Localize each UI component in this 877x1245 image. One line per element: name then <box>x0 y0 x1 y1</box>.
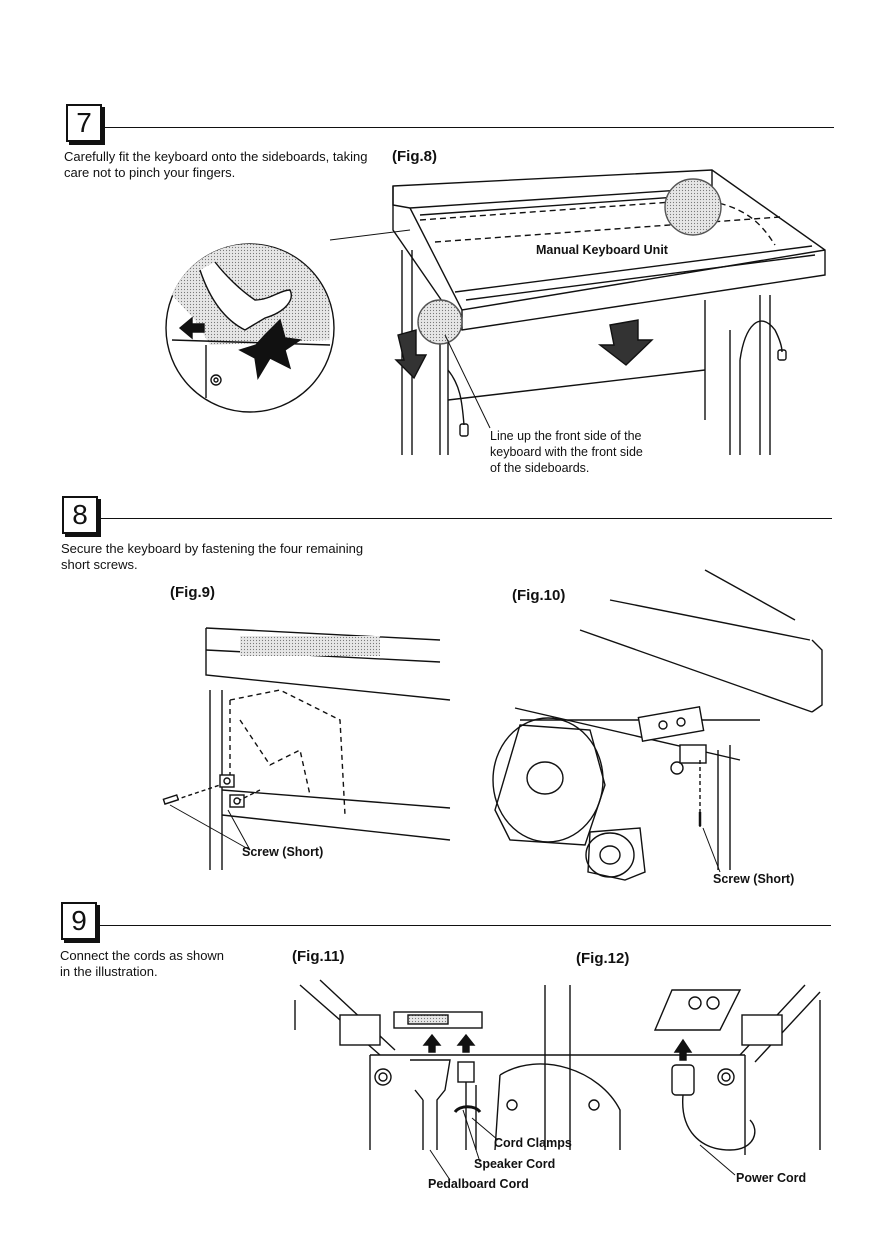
step-8-line-1: Secure the keyboard by fastening the fou… <box>61 541 364 556</box>
fig11-callout-cord-clamps: Cord Clamps <box>494 1136 572 1150</box>
fig8-label: (Fig.8) <box>392 148 437 165</box>
step-9-number: 9 <box>61 902 97 940</box>
fig12-label: (Fig.12) <box>576 950 630 967</box>
step-9-line-2: in the illustration. <box>60 964 158 979</box>
fig10-callout-screw: Screw (Short) <box>713 872 795 886</box>
step-8-line-2: short screws. <box>61 557 138 572</box>
fig11-callout-pedalboard-cord: Pedalboard Cord <box>428 1177 529 1191</box>
step-7-divider <box>104 127 834 128</box>
fig12-callout-power-cord: Power Cord <box>736 1171 807 1185</box>
fig8-callout-keyboard-unit: Manual Keyboard Unit <box>536 243 668 257</box>
fig8-note-line-3: of the sideboards. <box>490 461 590 475</box>
step-7-instruction: Carefully fit the keyboard onto the side… <box>64 149 394 181</box>
fig9-label: (Fig.9) <box>170 584 215 601</box>
fig11-illustration <box>294 979 640 1181</box>
fig8-note: Line up the front side of the keyboard w… <box>490 428 680 476</box>
step-9-line-1: Connect the cords as shown <box>60 948 225 963</box>
step-7-line-2: care not to pinch your fingers. <box>64 165 236 180</box>
fig10-illustration <box>492 569 823 881</box>
fig11-label: (Fig.11) <box>292 948 345 965</box>
fig8-note-line-1: Line up the front side of the <box>490 429 642 443</box>
fig12-illustration <box>640 984 821 1176</box>
fig8-note-line-2: keyboard with the front side <box>490 445 643 459</box>
step-8-divider <box>100 518 832 519</box>
fig8-illustration <box>329 169 826 455</box>
fig9-illustration <box>162 627 451 870</box>
step-7-line-1: Carefully fit the keyboard onto the side… <box>64 149 368 164</box>
fig10-label: (Fig.10) <box>512 587 566 604</box>
fig9-callout-screw: Screw (Short) <box>242 845 324 859</box>
step-7-number: 7 <box>66 104 102 142</box>
step-9-instruction: Connect the cords as shown in the illust… <box>60 948 260 980</box>
step-8-instruction: Secure the keyboard by fastening the fou… <box>61 541 391 573</box>
step-9-divider <box>99 925 831 926</box>
step-8-number: 8 <box>62 496 98 534</box>
fig11-callout-speaker-cord: Speaker Cord <box>474 1157 556 1171</box>
fig8-inset-detail <box>165 243 335 413</box>
